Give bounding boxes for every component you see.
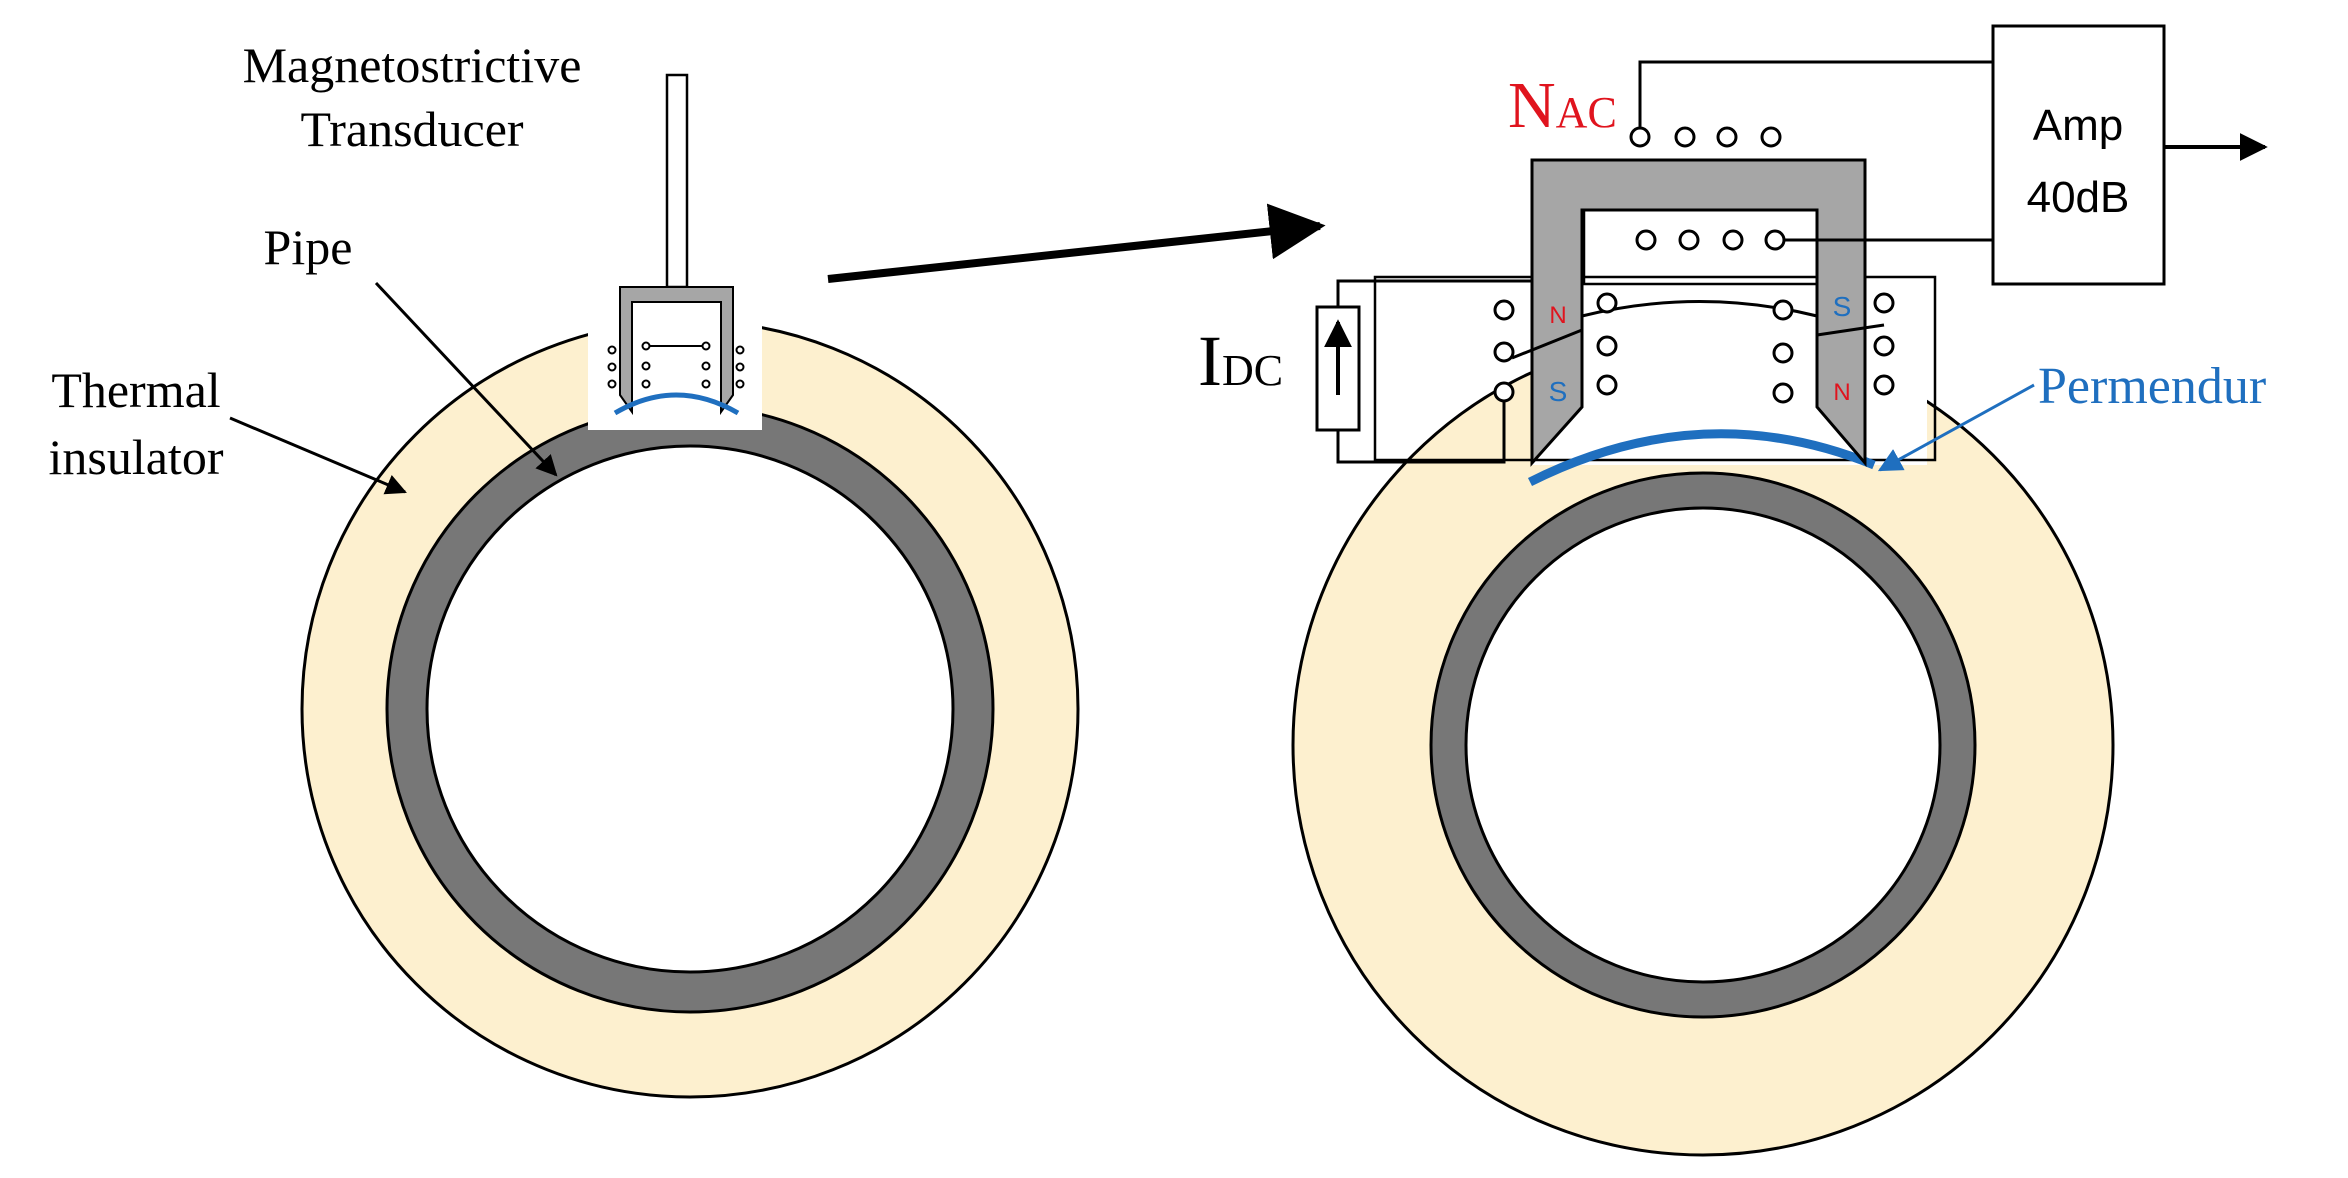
pipe-label: Pipe xyxy=(264,219,353,275)
permendur-arrow-icon xyxy=(1877,383,2035,472)
transducer-label-line1: Magnetostrictive xyxy=(243,37,582,93)
left-coil-dots xyxy=(607,341,745,389)
pole-n-right: N xyxy=(1833,379,1850,406)
nac-label-main: N xyxy=(1508,69,1556,142)
right-permendur-strip xyxy=(1527,429,1876,487)
insulator-arrow-icon xyxy=(229,416,407,495)
insulator-label-line1: Thermal xyxy=(51,362,220,418)
pole-s-right: S xyxy=(1833,291,1852,322)
dc-coil-left xyxy=(1493,292,1618,403)
right-pipe-bore xyxy=(1464,506,1942,984)
idc-label-sub: DC xyxy=(1222,346,1283,395)
ac-coil-inner xyxy=(1635,229,1786,251)
right-cross-wire-2 xyxy=(1816,323,1885,337)
insulator-label-line2: insulator xyxy=(49,429,224,485)
right-cross-wire xyxy=(1511,328,1583,360)
right-assembly: Amp 40dB N S S N NAC IDC Permendur xyxy=(1198,24,2268,1157)
idc-label-main: I xyxy=(1198,321,1222,401)
idc-label: IDC xyxy=(1198,321,1283,401)
zoom-arrow-icon xyxy=(827,203,1326,283)
right-transducer-core xyxy=(1530,158,1867,468)
transducer-label-line2: Transducer xyxy=(300,101,523,157)
nac-label: NAC xyxy=(1508,69,1617,142)
dc-wire-top xyxy=(1336,279,1532,307)
dc-coil-right xyxy=(1772,292,1895,404)
ac-wire-top xyxy=(1638,60,1993,128)
left-assembly: Magnetostrictive Transducer Pipe Thermal… xyxy=(49,37,1080,1099)
pole-n-left: N xyxy=(1549,302,1566,329)
right-side-box xyxy=(1373,275,1937,462)
pole-s-left: S xyxy=(1549,376,1568,407)
ac-coil-top xyxy=(1629,126,1782,148)
pipe-arrow-icon xyxy=(374,281,558,477)
amp-label-line1: Amp xyxy=(2033,101,2123,150)
dc-wire-bottom xyxy=(1336,401,1506,464)
left-pipe-bore xyxy=(425,444,955,974)
left-transducer-core xyxy=(619,286,734,416)
left-transducer-rod xyxy=(665,73,689,289)
permendur-label: Permendur xyxy=(2038,358,2266,415)
amplifier-box xyxy=(1991,24,2166,286)
left-insulator-slot xyxy=(588,285,762,430)
nac-label-sub: AC xyxy=(1556,88,1617,137)
amp-label-line2: 40dB xyxy=(2027,173,2130,222)
left-permendur-strip xyxy=(613,392,740,416)
